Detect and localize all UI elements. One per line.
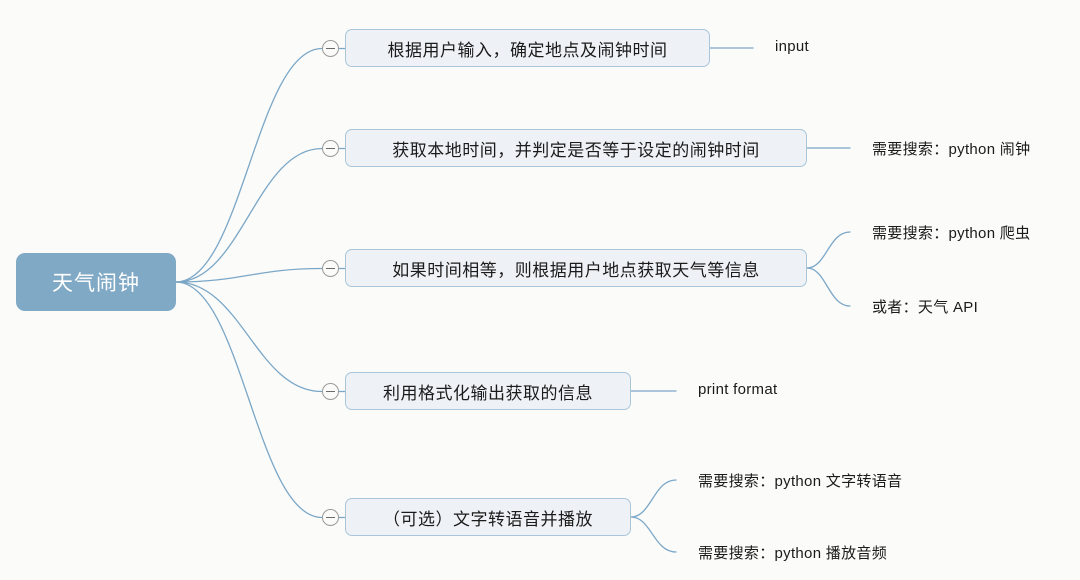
leaf-label[interactable]: 需要搜索：python 爬虫 [872, 225, 1031, 242]
collapse-toggle-icon[interactable] [322, 260, 339, 277]
edge-line [806, 267, 851, 307]
branch-node-label: 利用格式化输出获取的信息 [383, 383, 593, 403]
leaf-label[interactable]: input [775, 38, 810, 55]
leaf-label[interactable]: 需要搜索：python 播放音频 [698, 545, 888, 562]
branch-node-label: 如果时间相等，则根据用户地点获取天气等信息 [392, 260, 760, 280]
branch-node[interactable]: 根据用户输入，确定地点及闹钟时间 [345, 29, 710, 67]
edge-line [175, 147, 323, 283]
edge-line [175, 281, 323, 519]
collapse-toggle-icon[interactable] [322, 509, 339, 526]
branch-node-label: 获取本地时间，并判定是否等于设定的闹钟时间 [392, 140, 760, 160]
branch-node[interactable]: （可选）文字转语音并播放 [345, 498, 631, 536]
edge-line [630, 516, 677, 553]
edge-line [630, 479, 677, 518]
collapse-toggle-icon[interactable] [322, 40, 339, 57]
branch-node[interactable]: 利用格式化输出获取的信息 [345, 372, 631, 410]
branch-node[interactable]: 如果时间相等，则根据用户地点获取天气等信息 [345, 249, 807, 287]
root-node-label: 天气闹钟 [52, 272, 140, 295]
edge-line [806, 231, 851, 269]
edge-line [175, 281, 323, 393]
leaf-label[interactable]: 需要搜索：python 文字转语音 [698, 473, 903, 490]
branch-node-label: （可选）文字转语音并播放 [383, 509, 593, 529]
collapse-toggle-icon[interactable] [322, 383, 339, 400]
leaf-label[interactable]: 或者：天气 API [872, 299, 979, 316]
leaf-label[interactable]: 需要搜索：python 闹钟 [872, 141, 1031, 158]
edge-line [175, 267, 323, 283]
collapse-toggle-icon[interactable] [322, 140, 339, 157]
branch-node[interactable]: 获取本地时间，并判定是否等于设定的闹钟时间 [345, 129, 807, 167]
edge-line [175, 47, 323, 283]
leaf-label[interactable]: print format [698, 381, 778, 398]
root-node[interactable]: 天气闹钟 [16, 253, 176, 311]
branch-node-label: 根据用户输入，确定地点及闹钟时间 [387, 40, 668, 60]
